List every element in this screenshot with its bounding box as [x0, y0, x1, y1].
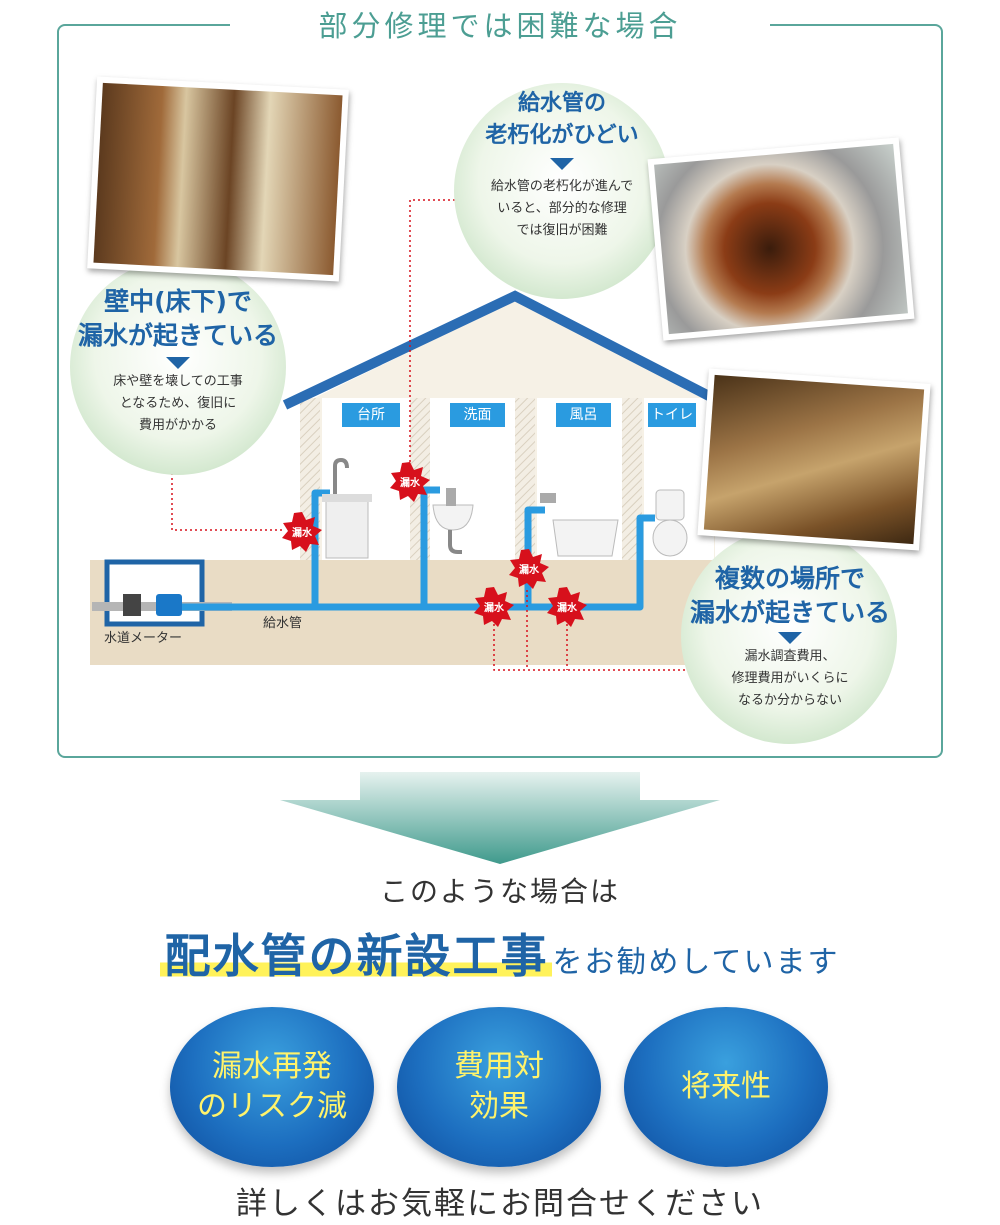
photo-wall-leak [87, 76, 349, 282]
water-meter [156, 594, 182, 616]
recommendation: 配水管の新設工事をお勧めしています [0, 920, 1000, 986]
leader-lines [171, 199, 688, 671]
benefit-bubble-leak-risk: 漏水再発 のリスク減 [170, 1007, 374, 1167]
benefit-bubble-future: 将来性 [624, 1007, 828, 1167]
toilet [652, 489, 688, 557]
leak-marker: 漏水 [474, 587, 514, 627]
meter-box [104, 559, 205, 627]
callout-multi-body-3: なるか分からない [737, 693, 842, 708]
callout-multi-body-2: 修理費用がいくらに [731, 671, 849, 686]
kitchen-sink [322, 457, 372, 559]
down-triangle-icon [166, 357, 190, 369]
callout-wall-body-3: 費用がかかる [138, 418, 217, 433]
bathtub [540, 493, 619, 557]
leak-marker: 漏水 [282, 512, 322, 552]
callout-aging-body-3: では復旧が困難 [516, 223, 608, 238]
callout-aging-body-2: いると、部分的な修理 [497, 201, 627, 216]
callout-wall: 壁中(床下)で漏水が起きている 床や壁を壊しての工事となるため、復旧に費用がかか… [70, 285, 286, 437]
recommendation-lead: このような場合は [379, 875, 620, 908]
callout-wall-title-2: 漏水が起きている [77, 321, 278, 350]
callout-aging-title-1: 給水管の [517, 91, 606, 116]
callout-multi-title-2: 漏水が起きている [689, 598, 890, 627]
callout-aging-body-1: 給水管の老朽化が進んで [490, 179, 634, 194]
room-label-washroom: 洗面 [450, 403, 505, 427]
down-arrow-icon [280, 772, 720, 864]
callout-multi-title-1: 複数の場所で [714, 564, 865, 593]
callout-multi: 複数の場所で漏水が起きている 漏水調査費用、修理費用がいくらになるか分からない [672, 562, 908, 712]
photo-underground-leak [697, 368, 931, 551]
photo-corroded-pipe [647, 137, 915, 341]
callout-wall-title-1: 壁中(床下)で [104, 287, 252, 316]
section-title: 部分修理では困難な場合 [230, 6, 770, 46]
down-triangle-icon [778, 632, 802, 644]
recommendation-highlight: 配水管の新設工事 [160, 929, 553, 983]
room-label-kitchen: 台所 [342, 403, 400, 427]
meter-valve [123, 594, 141, 616]
room-label-bath: 風呂 [556, 403, 611, 427]
callout-aging: 給水管の老朽化がひどい 給水管の老朽化が進んでいると、部分的な修理では復旧が困難 [454, 88, 670, 242]
leak-marker: 漏水 [390, 462, 430, 502]
contact-prompt: 詳しくはお気軽にお問合せください [236, 1186, 764, 1222]
callout-aging-title-2: 老朽化がひどい [485, 123, 639, 148]
benefit-bubble-cost-effective: 費用対 効果 [397, 1007, 601, 1167]
down-triangle-icon [550, 158, 574, 170]
roof [282, 290, 743, 417]
meter-label: 水道メーター [104, 631, 183, 646]
callout-wall-body-1: 床や壁を壊しての工事 [113, 374, 243, 389]
leak-marker: 漏水 [509, 549, 549, 589]
room-label-toilet: トイレ [648, 403, 696, 427]
wash-basin [432, 488, 474, 554]
recommendation-rest: をお勧めしています [552, 945, 840, 980]
pipe-label: 給水管 [263, 616, 303, 631]
callout-multi-body-1: 漏水調査費用、 [744, 649, 836, 664]
callout-wall-body-2: となるため、復旧に [119, 396, 237, 411]
callout-circle-aging [454, 83, 670, 299]
leak-marker: 漏水 [547, 587, 587, 627]
